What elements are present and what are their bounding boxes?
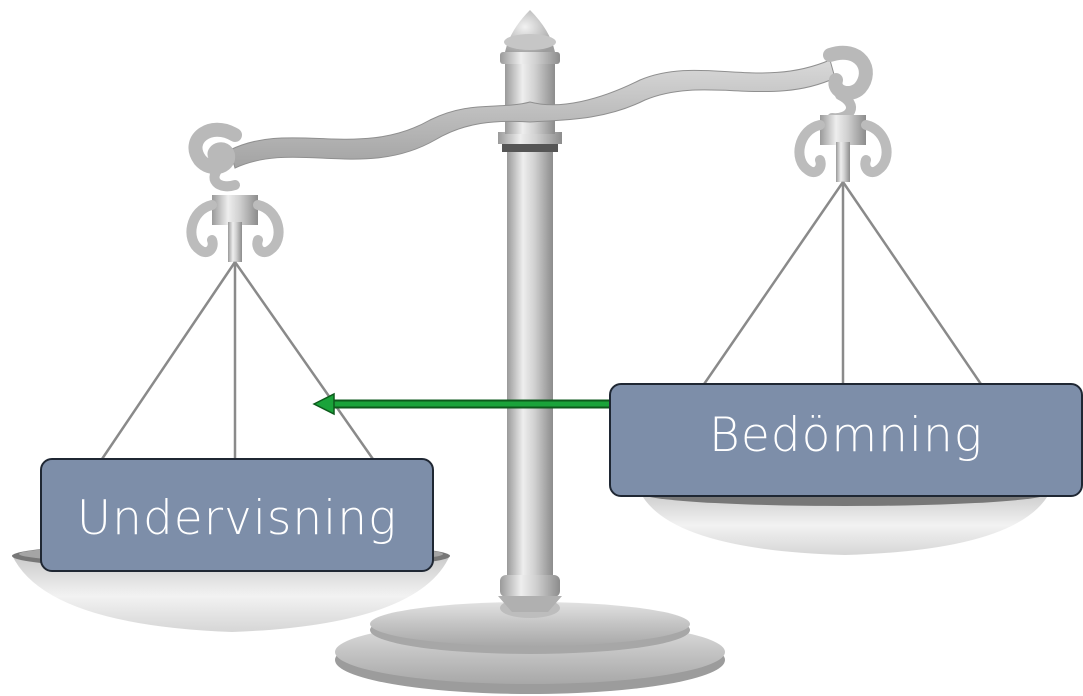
undervisning-box: Undervisning <box>40 458 434 572</box>
scale-beam <box>188 45 873 192</box>
right-hanger <box>698 115 987 391</box>
scale-base <box>335 598 725 694</box>
bedomning-box: Bedömning <box>609 383 1083 497</box>
scale-pillar <box>498 10 562 612</box>
bedomning-label: Bedömning <box>709 407 983 463</box>
left-hanger <box>98 195 377 463</box>
undervisning-label: Undervisning <box>76 490 398 546</box>
